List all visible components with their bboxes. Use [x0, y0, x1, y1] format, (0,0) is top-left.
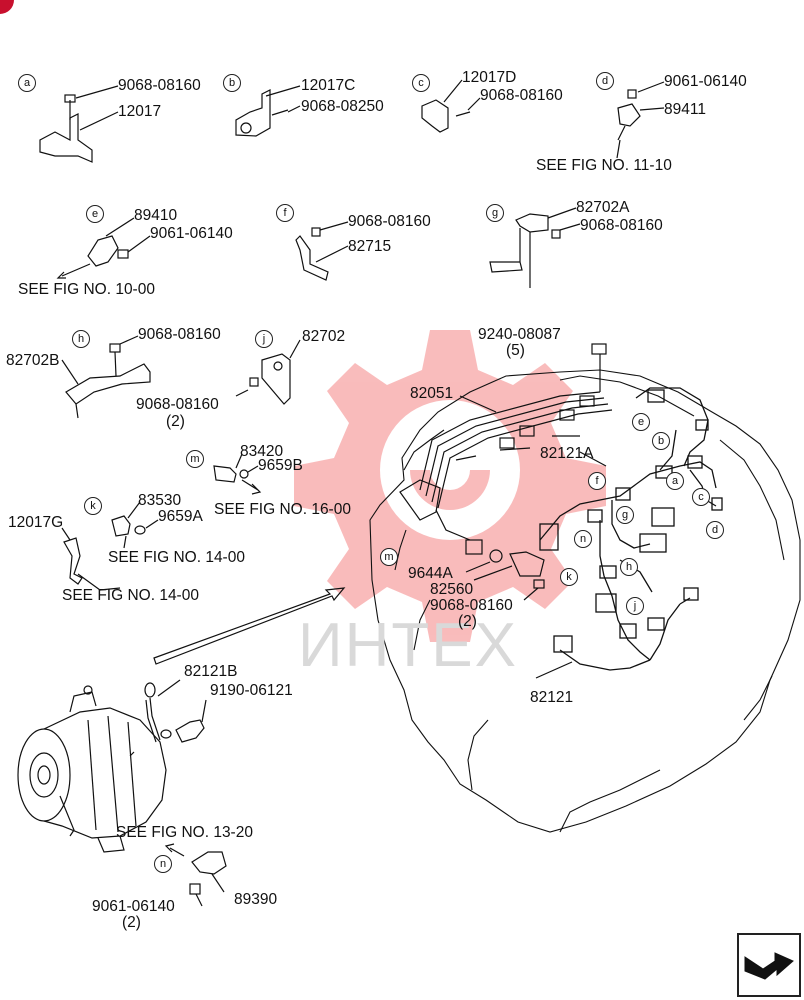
harness-82121b-drawing [129, 679, 207, 757]
sensor-82560-drawing [465, 549, 545, 601]
callout-m: m [186, 450, 204, 468]
ref-fig-14-00-a[interactable]: SEE FIG NO. 14-00 [108, 549, 245, 566]
part-label-82121b: 82121B [184, 663, 238, 680]
callout-c: c [412, 74, 430, 92]
part-label-9068-08160-g: 9068-08160 [580, 217, 663, 234]
part-qty-9240: (5) [506, 342, 525, 359]
bracket-82702b-drawing [61, 335, 151, 419]
part-label-82121a: 82121A [540, 445, 594, 462]
ref-fig-11-10[interactable]: SEE FIG NO. 11-10 [536, 157, 672, 174]
callout-h: h [72, 330, 90, 348]
callout-j: j [255, 330, 273, 348]
callout-a: a [18, 74, 36, 92]
engine-callout-g: g [616, 506, 634, 524]
part-qty-k: (2) [458, 613, 477, 630]
leader-lines [459, 395, 607, 679]
next-page-button[interactable] [737, 933, 801, 997]
sensor-83420-drawing [213, 453, 262, 495]
part-label-9061-06140-e: 9061-06140 [150, 225, 233, 242]
part-label-9068-08160-c: 9068-08160 [480, 87, 563, 104]
bracket-12017c-drawing [235, 85, 301, 137]
part-label-82560: 82560 [430, 581, 474, 598]
callout-e: e [86, 205, 104, 223]
bracket-82715-drawing [295, 221, 349, 281]
part-label-83420: 83420 [240, 443, 284, 460]
part-label-89411: 89411 [664, 101, 706, 118]
engine-callout-k: k [560, 568, 578, 586]
next-page-arrow-icon [744, 952, 794, 980]
part-label-89390: 89390 [234, 891, 278, 908]
injection-pipes-82051-drawing [399, 343, 613, 555]
callout-f: f [276, 204, 294, 222]
part-label-9190-06121: 9190-06121 [210, 682, 293, 699]
part-label-9068-08160-k: 9068-08160 [430, 597, 513, 614]
part-label-12017d: 12017D [462, 69, 517, 86]
sensor-83530-drawing [111, 501, 159, 549]
callout-n: n [154, 855, 172, 873]
ref-fig-13-20[interactable]: SEE FIG NO. 13-20 [116, 824, 253, 841]
engine-callout-j: j [626, 597, 644, 615]
part-label-9061-06140-d: 9061-06140 [664, 73, 747, 90]
bracket-82702a-drawing [489, 207, 581, 288]
engine-callout-c: c [692, 488, 710, 506]
part-label-9240-08087: 9240-08087 [478, 326, 561, 343]
part-label-9068-08160-a: 9068-08160 [118, 77, 201, 94]
bracket-12017d-drawing [421, 79, 481, 133]
part-label-9659a: 9659A [158, 508, 203, 525]
part-label-82715: 82715 [348, 238, 392, 255]
part-label-82051: 82051 [410, 385, 454, 402]
engine-callout-d: d [706, 521, 724, 539]
part-label-12017c: 12017C [301, 77, 356, 94]
part-label-9644a: 9644A [408, 565, 453, 582]
part-qty-j: (2) [166, 413, 185, 430]
alternator-drawing [17, 685, 167, 853]
engine-callout-h: h [620, 558, 638, 576]
engine-callout-a: a [666, 472, 684, 490]
part-label-12017: 12017 [118, 103, 162, 120]
engine-callout-n: n [574, 530, 592, 548]
wiring-harness-82121a-drawing [539, 387, 723, 671]
part-label-82702b: 82702B [6, 352, 60, 369]
engine-callout-e: e [632, 413, 650, 431]
callout-g: g [486, 204, 504, 222]
callout-d: d [596, 72, 614, 90]
part-label-9068-08160-f: 9068-08160 [348, 213, 431, 230]
part-label-9068-08160-j: 9068-08160 [136, 396, 219, 413]
part-label-89410: 89410 [134, 207, 178, 224]
engine-callout-m: m [380, 548, 398, 566]
callout-k: k [84, 497, 102, 515]
part-label-82121: 82121 [530, 689, 574, 706]
part-label-9061-06140-n: 9061-06140 [92, 898, 175, 915]
ref-fig-14-00-b[interactable]: SEE FIG NO. 14-00 [62, 587, 199, 604]
sensor-89411-drawing [616, 81, 665, 159]
bracket-82702-drawing [235, 339, 301, 405]
engine-callout-f: f [588, 472, 606, 490]
ref-fig-10-00[interactable]: SEE FIG NO. 10-00 [18, 281, 155, 298]
sensor-89390-drawing [164, 843, 227, 907]
part-label-83530: 83530 [138, 492, 182, 509]
part-qty-n: (2) [122, 914, 141, 931]
pointer-arrow-icon [153, 587, 346, 665]
callout-b: b [223, 74, 241, 92]
engine-block-drawing [369, 369, 801, 833]
sensor-89410-drawing [56, 217, 151, 279]
part-label-9659b: 9659B [258, 457, 303, 474]
bracket-12017g-drawing [61, 527, 121, 591]
engine-callout-b: b [652, 432, 670, 450]
watermark-text: ИНТЕХ [298, 611, 518, 680]
ref-fig-16-00[interactable]: SEE FIG NO. 16-00 [214, 501, 351, 518]
part-label-82702a: 82702A [576, 199, 630, 216]
bracket-12017-drawing [39, 85, 119, 163]
part-label-9068-08160-h: 9068-08160 [138, 326, 221, 343]
part-label-9068-08250: 9068-08250 [301, 98, 384, 115]
part-label-82702: 82702 [302, 328, 346, 345]
part-label-12017g: 12017G [8, 514, 64, 531]
